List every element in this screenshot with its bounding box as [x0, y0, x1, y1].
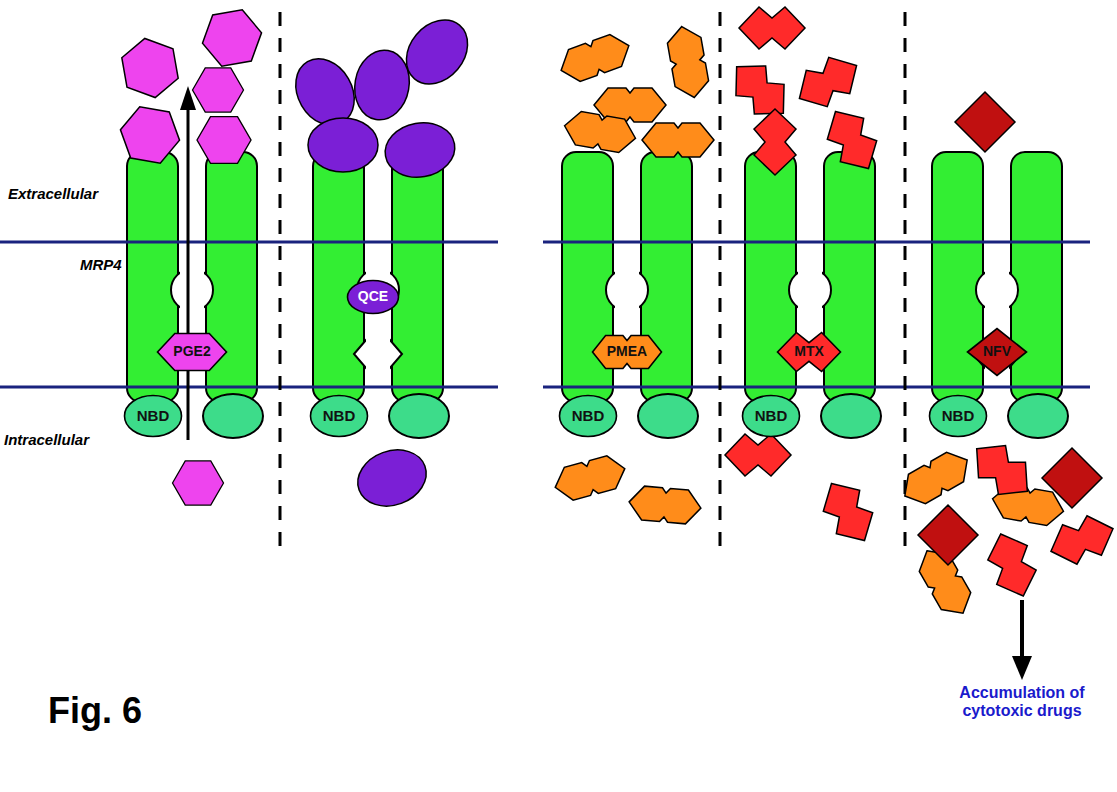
- node-shape: [560, 396, 617, 437]
- node-shape: [593, 336, 662, 369]
- region-label: Intracellular: [4, 431, 89, 448]
- node-shape: [311, 396, 368, 437]
- region-label: Extracellular: [8, 185, 98, 202]
- nbd-domain: NBD: [741, 394, 801, 438]
- node-shape: [348, 281, 399, 314]
- nbd-domain: NBD: [558, 394, 618, 438]
- nbd-domain: NBD: [123, 394, 183, 438]
- outcome-note: Accumulation of cytotoxic drugs: [947, 684, 1097, 721]
- node-shape: [158, 334, 227, 371]
- ligand-diamond: NFV: [966, 327, 1028, 377]
- node-shape: [778, 333, 841, 372]
- nbd-domain: NBD: [928, 394, 988, 438]
- ligand-label: QCE: [358, 289, 388, 304]
- node-shape: [743, 396, 800, 437]
- node-shape: [125, 396, 182, 437]
- domain-label: NBD: [137, 408, 170, 425]
- ligand-label: PMEA: [607, 344, 647, 359]
- ligand-hexagon: PGE2: [156, 332, 228, 372]
- ligand-shape: PMEA: [591, 334, 663, 370]
- ligand-label: MTX: [794, 344, 824, 359]
- ligand-label: NFV: [983, 344, 1011, 359]
- domain-label: NBD: [942, 408, 975, 425]
- ligand-ellipse: QCE: [346, 279, 400, 315]
- ligand-label: PGE2: [173, 344, 210, 359]
- figure-number: Fig. 6: [48, 690, 142, 731]
- domain-label: NBD: [323, 408, 356, 425]
- domain-label: NBD: [572, 408, 605, 425]
- node-shape: [930, 396, 987, 437]
- protein-label: MRP4: [80, 256, 122, 273]
- ligand-shape: MTX: [776, 331, 842, 373]
- nbd-domain: NBD: [309, 394, 369, 438]
- node-shape: [968, 329, 1027, 376]
- domain-label: NBD: [755, 408, 788, 425]
